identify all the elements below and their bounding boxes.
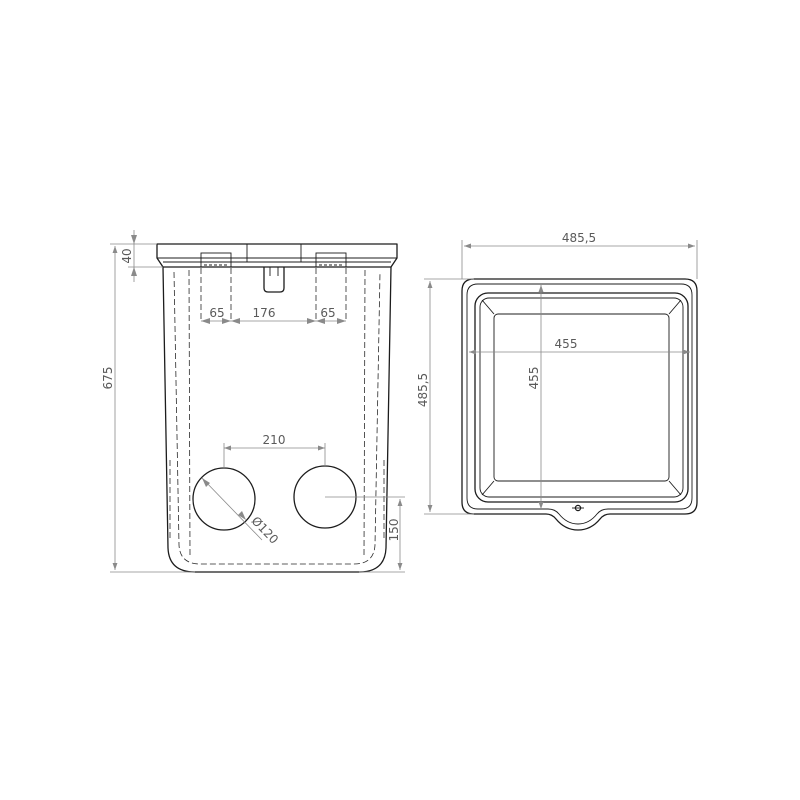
dim-line-hole-diameter xyxy=(201,477,263,541)
top-dimensions: 485,5 485,5 455 455 xyxy=(416,231,698,515)
front-rim-outline xyxy=(156,243,398,268)
dim-hole-spacing: 210 xyxy=(263,433,286,447)
dim-slot-right: 65 xyxy=(320,306,335,320)
top-inner-opening xyxy=(474,292,689,503)
top-inner-floor-edge xyxy=(479,297,684,498)
dim-inner-width: 455 xyxy=(555,337,578,351)
dim-hole-height: 150 xyxy=(387,519,401,542)
front-body-outline xyxy=(162,266,392,573)
front-dimensions: 675 40 65 176 65 210 Ø120 150 xyxy=(101,230,405,573)
top-view xyxy=(461,278,698,531)
top-outer-outline xyxy=(461,278,698,531)
front-hole-left xyxy=(192,467,256,531)
rim-slot-left xyxy=(200,252,232,320)
dim-outer-depth: 485,5 xyxy=(416,373,430,407)
front-lock-tab xyxy=(263,267,285,293)
top-floor-outline xyxy=(493,313,670,482)
top-outer-inner-edge xyxy=(466,283,693,525)
dim-height-total: 675 xyxy=(101,367,115,390)
front-view xyxy=(156,243,398,573)
dim-slot-left: 65 xyxy=(209,306,224,320)
rim-slot-right xyxy=(315,252,347,320)
dim-hole-diameter: Ø120 xyxy=(249,514,282,547)
front-body-inner-wall xyxy=(173,271,381,565)
dim-slot-spacing: 176 xyxy=(253,306,276,320)
dim-rim-height: 40 xyxy=(120,248,134,263)
dim-outer-width: 485,5 xyxy=(562,231,596,245)
dim-inner-depth: 455 xyxy=(527,367,541,390)
